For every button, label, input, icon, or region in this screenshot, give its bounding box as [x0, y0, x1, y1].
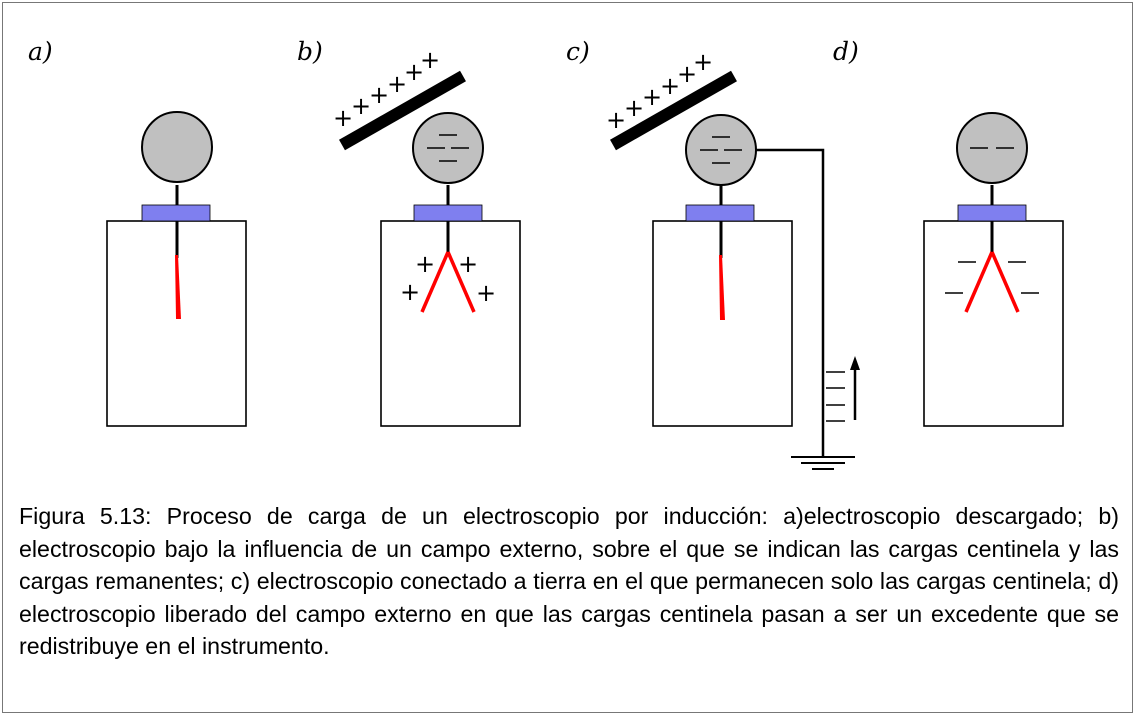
sphere-c [685, 114, 757, 186]
arrow-head-icon [850, 356, 860, 370]
sphere-a [141, 111, 213, 183]
charged-bar-c: + + + + + + [606, 48, 737, 151]
plus-sign: + [369, 81, 389, 109]
panel-label-b: b) [297, 37, 323, 66]
electroscope-diagram: a) b) c) d) + + + + + + + + + + [28, 37, 1064, 470]
plus-sign: + [624, 94, 644, 122]
plus-sign: + [333, 104, 353, 132]
plus-sign: + [693, 48, 713, 76]
leaf-d-left [964, 251, 994, 313]
plus-sign: + [415, 250, 435, 278]
figure-caption: Figura 5.13: Proceso de carga de un elec… [19, 500, 1119, 663]
caption-text: Proceso de carga de un electroscopio por… [19, 503, 1119, 659]
plus-sign: + [660, 72, 680, 100]
charged-bar-b: + + + + + + [333, 46, 466, 151]
charged-rod-c [610, 70, 737, 151]
panel-label-d: d) [833, 37, 859, 66]
plus-sign: + [476, 279, 496, 307]
sphere-b [412, 112, 484, 184]
insulator-d [957, 204, 1027, 222]
leaf-d-right [990, 251, 1020, 313]
plus-sign: + [458, 250, 478, 278]
caption-label: Figura 5.13: [19, 503, 152, 529]
leaf-b-left [420, 251, 450, 313]
plus-sign: + [351, 92, 371, 120]
leaf-c [719, 255, 725, 320]
electroscope-a [106, 111, 247, 427]
ground-wire [756, 148, 825, 457]
charged-rod-b [339, 70, 466, 151]
plus-sign: + [400, 278, 420, 306]
plus-sign: + [677, 60, 697, 88]
sphere-d [956, 112, 1028, 184]
plus-sign: + [404, 58, 424, 86]
insulator-c [685, 204, 755, 222]
plus-sign: + [420, 46, 440, 74]
insulator-b [413, 204, 483, 222]
plus-sign: + [387, 70, 407, 98]
electroscope-d [923, 112, 1064, 427]
insulator-a [141, 204, 211, 222]
plus-sign: + [642, 83, 662, 111]
plus-sign: + [606, 106, 626, 134]
case-b [380, 220, 521, 427]
leaf-a [175, 255, 181, 319]
panel-label-c: c) [566, 37, 590, 66]
leaf-b-right [446, 251, 476, 313]
electroscope-b: + + + + [380, 112, 521, 427]
electroscope-c [652, 114, 860, 470]
panel-label-a: a) [28, 37, 53, 66]
